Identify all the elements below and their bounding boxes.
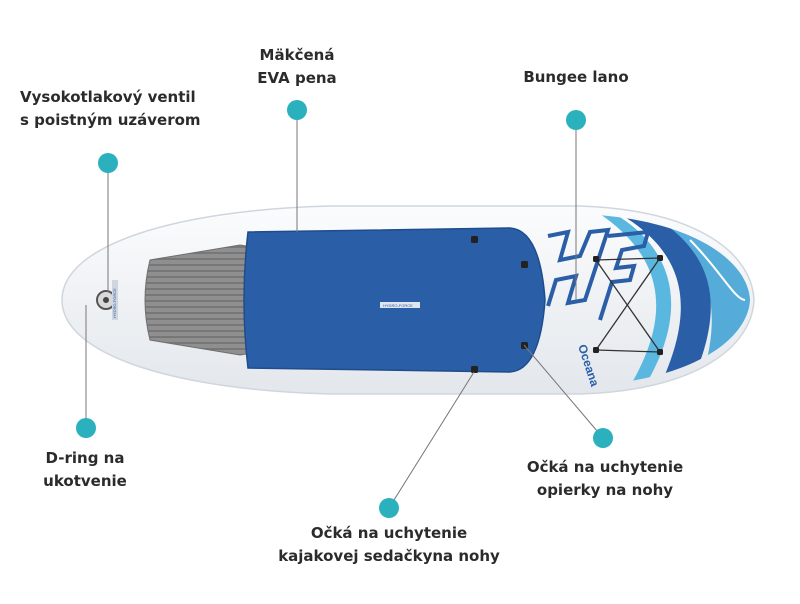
center-logo-plate xyxy=(380,302,420,308)
label-kayak: Očká na uchytenie kajakovej sedačkyna no… xyxy=(264,522,514,568)
label-line: EVA pena xyxy=(257,69,337,87)
label-line: Vysokotlakový ventil xyxy=(20,88,196,106)
kayak-marker xyxy=(379,498,399,518)
hf-graphic xyxy=(546,227,651,321)
label-dring: D-ring na ukotvenie xyxy=(30,447,140,493)
board-small-logo-text: HYDRO-FORCE xyxy=(383,303,413,308)
label-line: ukotvenie xyxy=(43,472,127,490)
label-valve: Vysokotlakový ventil s poistným uzáverom xyxy=(20,86,201,132)
label-line: Mäkčená xyxy=(259,46,335,64)
label-line: D-ring na xyxy=(45,449,125,467)
label-line: opierky na nohy xyxy=(536,481,674,499)
label-line: kajakovej sedačkyna nohy xyxy=(278,547,500,565)
dring-marker xyxy=(76,418,96,438)
label-line: s poistným uzáverom xyxy=(20,111,201,129)
label-line: Očká na uchytenie xyxy=(310,524,468,542)
leader-lines xyxy=(85,110,604,509)
eva-deck-pad xyxy=(243,227,546,373)
bungee-marker xyxy=(566,110,586,130)
markers xyxy=(76,100,613,518)
label-bungee: Bungee lano xyxy=(506,66,646,89)
label-eva: Mäkčená EVA pena xyxy=(247,44,347,90)
foot-marker xyxy=(593,428,613,448)
label-foot: Očká na uchytenie opierky na nohy xyxy=(515,456,695,502)
eyelets xyxy=(471,236,663,373)
eva-marker xyxy=(287,100,307,120)
board-tail-logo-text: HYDRO-FORCE xyxy=(112,288,117,318)
valve-marker xyxy=(98,153,118,173)
tail-logo-plate xyxy=(112,280,118,320)
bungee-cord xyxy=(595,257,661,353)
label-line: Očká na uchytenie xyxy=(526,458,684,476)
label-line: Bungee lano xyxy=(523,68,629,86)
